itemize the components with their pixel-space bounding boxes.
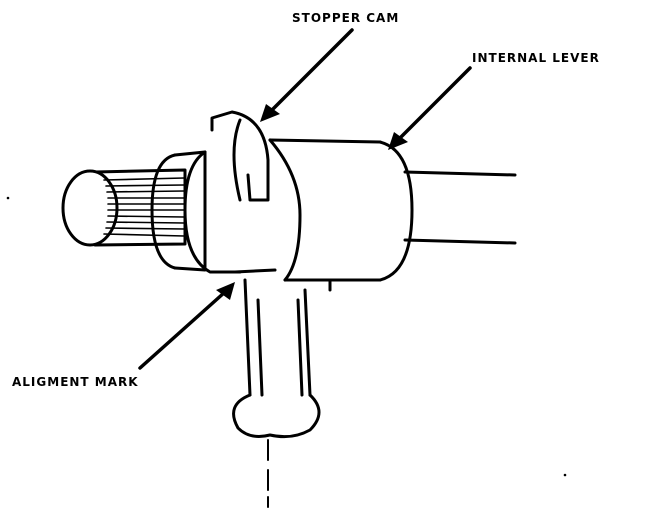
alignment-mark-label: ALIGMENT MARK: [12, 375, 139, 389]
splined-end: [61, 168, 187, 247]
speck: [6, 196, 10, 200]
alignment-mark-leader: [138, 290, 227, 370]
internal-lever-arrowhead: [388, 132, 408, 150]
stopper-cam-label: STOPPER CAM: [292, 11, 399, 25]
speck: [563, 473, 567, 477]
stopper-cam-leader: [268, 28, 354, 114]
internal-lever-leader: [396, 66, 472, 142]
internal-lever-hub: [268, 138, 414, 292]
stopper-cam-arrowhead: [260, 104, 280, 122]
collar: [150, 150, 207, 272]
stopper-cam-part: [183, 110, 277, 274]
lever-arm: [232, 278, 321, 439]
alignment-mark-arrowhead: [216, 282, 235, 300]
internal-lever-label: INTERNAL LEVER: [472, 51, 600, 65]
shaft: [403, 170, 517, 245]
